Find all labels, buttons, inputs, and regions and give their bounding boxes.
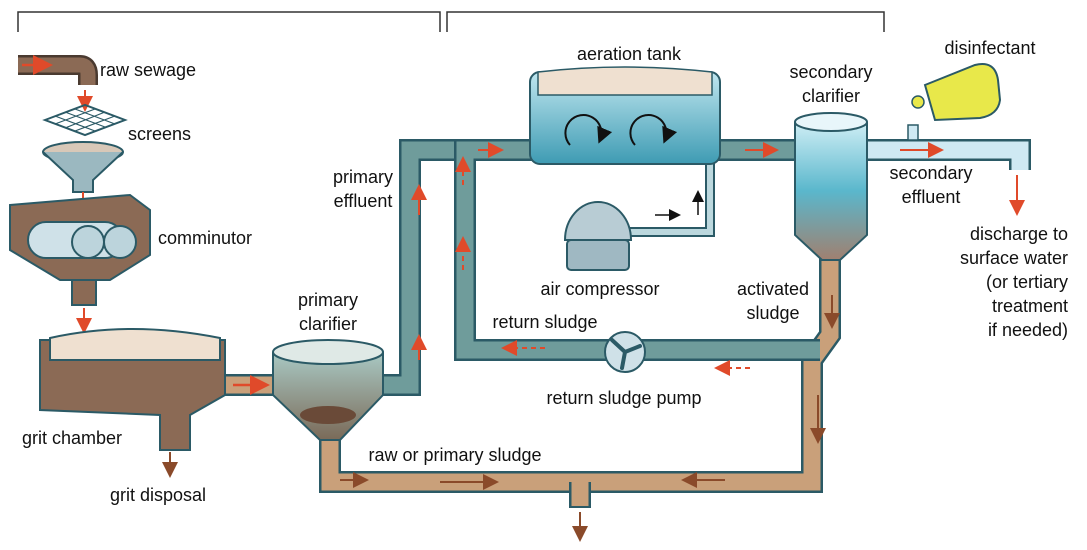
disinfectant-container-icon (900, 63, 1025, 216)
air-compressor-icon (563, 190, 704, 271)
discharge-label-5: if needed) (988, 320, 1068, 340)
secondary-clarifier-label-2: clarifier (802, 86, 860, 106)
primary-section-bracket (17, 11, 441, 32)
screens-icon (42, 103, 128, 216)
disinfectant-label: disinfectant (944, 38, 1035, 58)
raw-sewage-label: raw sewage (100, 60, 196, 80)
secondary-section-bracket (446, 11, 885, 32)
primary-clarifier-label-1: primary (298, 290, 358, 310)
activated-sludge-label-2: sludge (746, 303, 799, 323)
return-sludge-pump-icon (604, 331, 646, 373)
return-sludge-label: return sludge (492, 312, 597, 332)
return-sludge-pump-label: return sludge pump (546, 388, 701, 408)
primary-effluent-label-2: effluent (334, 191, 393, 211)
discharge-label-3: (or tertiary (986, 272, 1068, 292)
primary-clarifier-label-2: clarifier (299, 314, 357, 334)
secondary-effluent-label-1: secondary (889, 163, 972, 183)
comminutor-label: comminutor (158, 228, 252, 248)
activated-sludge-label-1: activated (737, 279, 809, 299)
screens-label: screens (128, 124, 191, 144)
discharge-label-1: discharge to (970, 224, 1068, 244)
comminutor-icon (9, 193, 151, 334)
secondary-clarifier-icon (794, 112, 868, 261)
raw-sewage-inlet (18, 55, 98, 112)
secondary-effluent-label-2: effluent (902, 187, 961, 207)
grit-disposal-label: grit disposal (110, 485, 206, 505)
aeration-tank-icon (529, 66, 721, 165)
grit-chamber-label: grit chamber (22, 428, 122, 448)
primary-clarifier-icon (272, 339, 384, 441)
primary-effluent-label-1: primary (333, 167, 393, 187)
grit-chamber-icon (39, 328, 270, 478)
flow-arrows (340, 142, 840, 542)
raw-primary-sludge-label: raw or primary sludge (368, 445, 541, 465)
air-compressor-label: air compressor (540, 279, 659, 299)
discharge-label-2: surface water (960, 248, 1068, 268)
aeration-tank-label: aeration tank (577, 44, 682, 64)
discharge-label-4: treatment (992, 296, 1068, 316)
secondary-clarifier-label-1: secondary (789, 62, 872, 82)
